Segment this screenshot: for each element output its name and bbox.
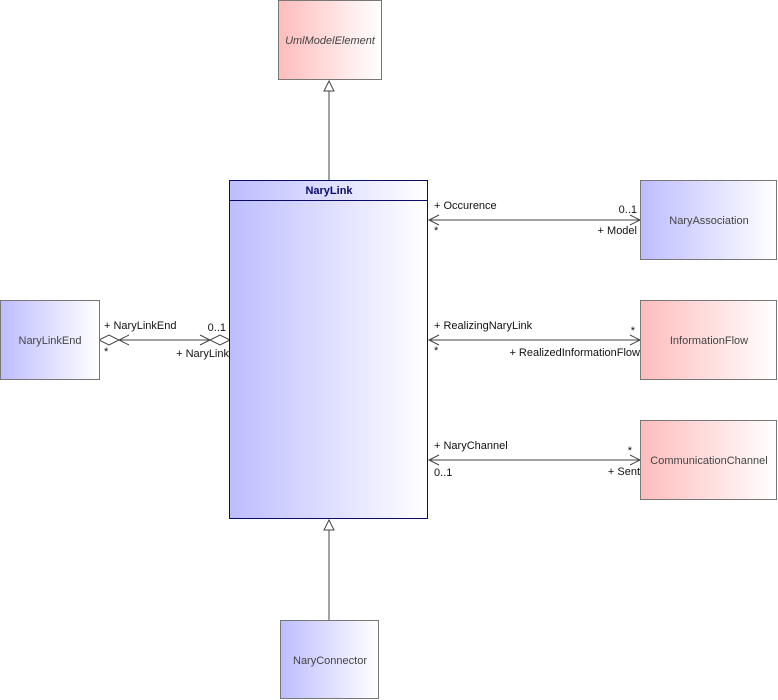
role-nary-link: + NaryLink: [176, 348, 229, 360]
class-information-flow[interactable]: InformationFlow: [640, 300, 777, 380]
class-name-nary-connector: NaryConnector: [293, 655, 367, 667]
class-name-nary-association: NaryAssociation: [669, 215, 748, 227]
mult-model: 0..1: [619, 204, 637, 216]
role-nary-channel: + NaryChannel: [434, 440, 508, 452]
association-realizing: + RealizingNaryLink * * + RealizedInform…: [427, 320, 642, 359]
role-sent: + Sent: [608, 466, 640, 478]
class-name-communication-channel: CommunicationChannel: [650, 455, 767, 467]
class-name-uml-model-element: UmlModelElement: [285, 35, 376, 47]
role-occurence: + Occurence: [434, 200, 497, 212]
mult-nary-link: 0..1: [208, 322, 226, 334]
mult-nary-channel: 0..1: [434, 467, 452, 479]
class-nary-association[interactable]: NaryAssociation: [640, 180, 777, 260]
class-nary-link-end[interactable]: NaryLinkEnd: [0, 300, 100, 380]
role-realized-information-flow: + RealizedInformationFlow: [509, 347, 640, 359]
role-realizing-nary-link: + RealizingNaryLink: [434, 320, 533, 332]
association-occurence: + Occurence * 0..1 + Model: [427, 200, 642, 237]
mult-occurence: *: [434, 225, 439, 237]
role-model: + Model: [598, 225, 637, 237]
class-nary-connector[interactable]: NaryConnector: [280, 620, 379, 699]
generalization-naryconnector-narylink: [323, 518, 335, 620]
class-name-nary-link: NaryLink: [305, 185, 353, 197]
mult-nary-link-end: *: [104, 346, 109, 358]
association-channel: + NaryChannel 0..1 * + Sent: [427, 440, 642, 479]
association-link-end: + NaryLinkEnd * 0..1 + NaryLink: [97, 320, 232, 360]
class-communication-channel[interactable]: CommunicationChannel: [640, 420, 777, 500]
mult-realizing-nary-link: *: [434, 345, 439, 357]
mult-sent: *: [628, 445, 633, 457]
class-uml-model-element[interactable]: UmlModelElement: [278, 0, 382, 80]
mult-realized-information-flow: *: [631, 325, 636, 337]
class-name-information-flow: InformationFlow: [670, 335, 748, 347]
class-name-nary-link-end: NaryLinkEnd: [19, 335, 82, 347]
role-nary-link-end: + NaryLinkEnd: [104, 320, 176, 332]
generalization-narylink-umlmodelelement: [323, 79, 335, 180]
class-nary-link[interactable]: NaryLink: [229, 180, 428, 519]
